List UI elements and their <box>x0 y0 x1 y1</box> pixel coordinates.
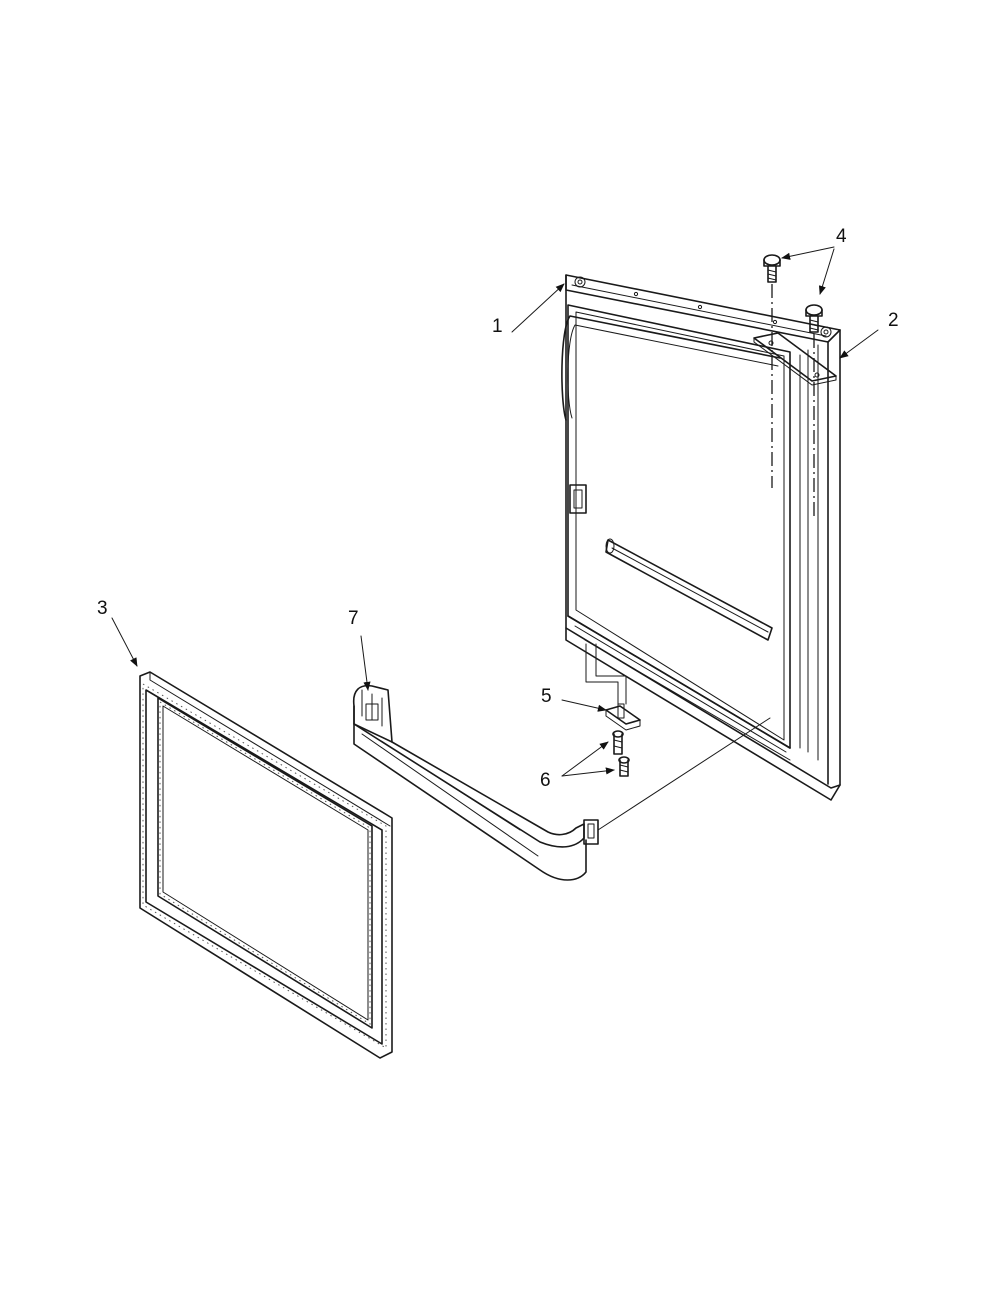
callout-5: 5 <box>541 686 552 707</box>
hinge-screws <box>763 254 823 333</box>
callout-1: 1 <box>492 316 503 337</box>
door-handle <box>352 684 599 881</box>
callout-3: 3 <box>97 598 108 619</box>
assembly-lines <box>585 284 815 831</box>
callout-7: 7 <box>348 608 359 629</box>
callout-leaders <box>111 246 879 777</box>
callout-2: 2 <box>888 310 899 331</box>
bracket-screws <box>612 730 630 777</box>
handle-bracket <box>605 703 641 731</box>
door-assembly <box>561 274 841 801</box>
callout-4: 4 <box>836 226 847 247</box>
hinge-plate <box>753 332 837 386</box>
callout-6: 6 <box>540 770 551 791</box>
door-gasket <box>139 671 393 1059</box>
